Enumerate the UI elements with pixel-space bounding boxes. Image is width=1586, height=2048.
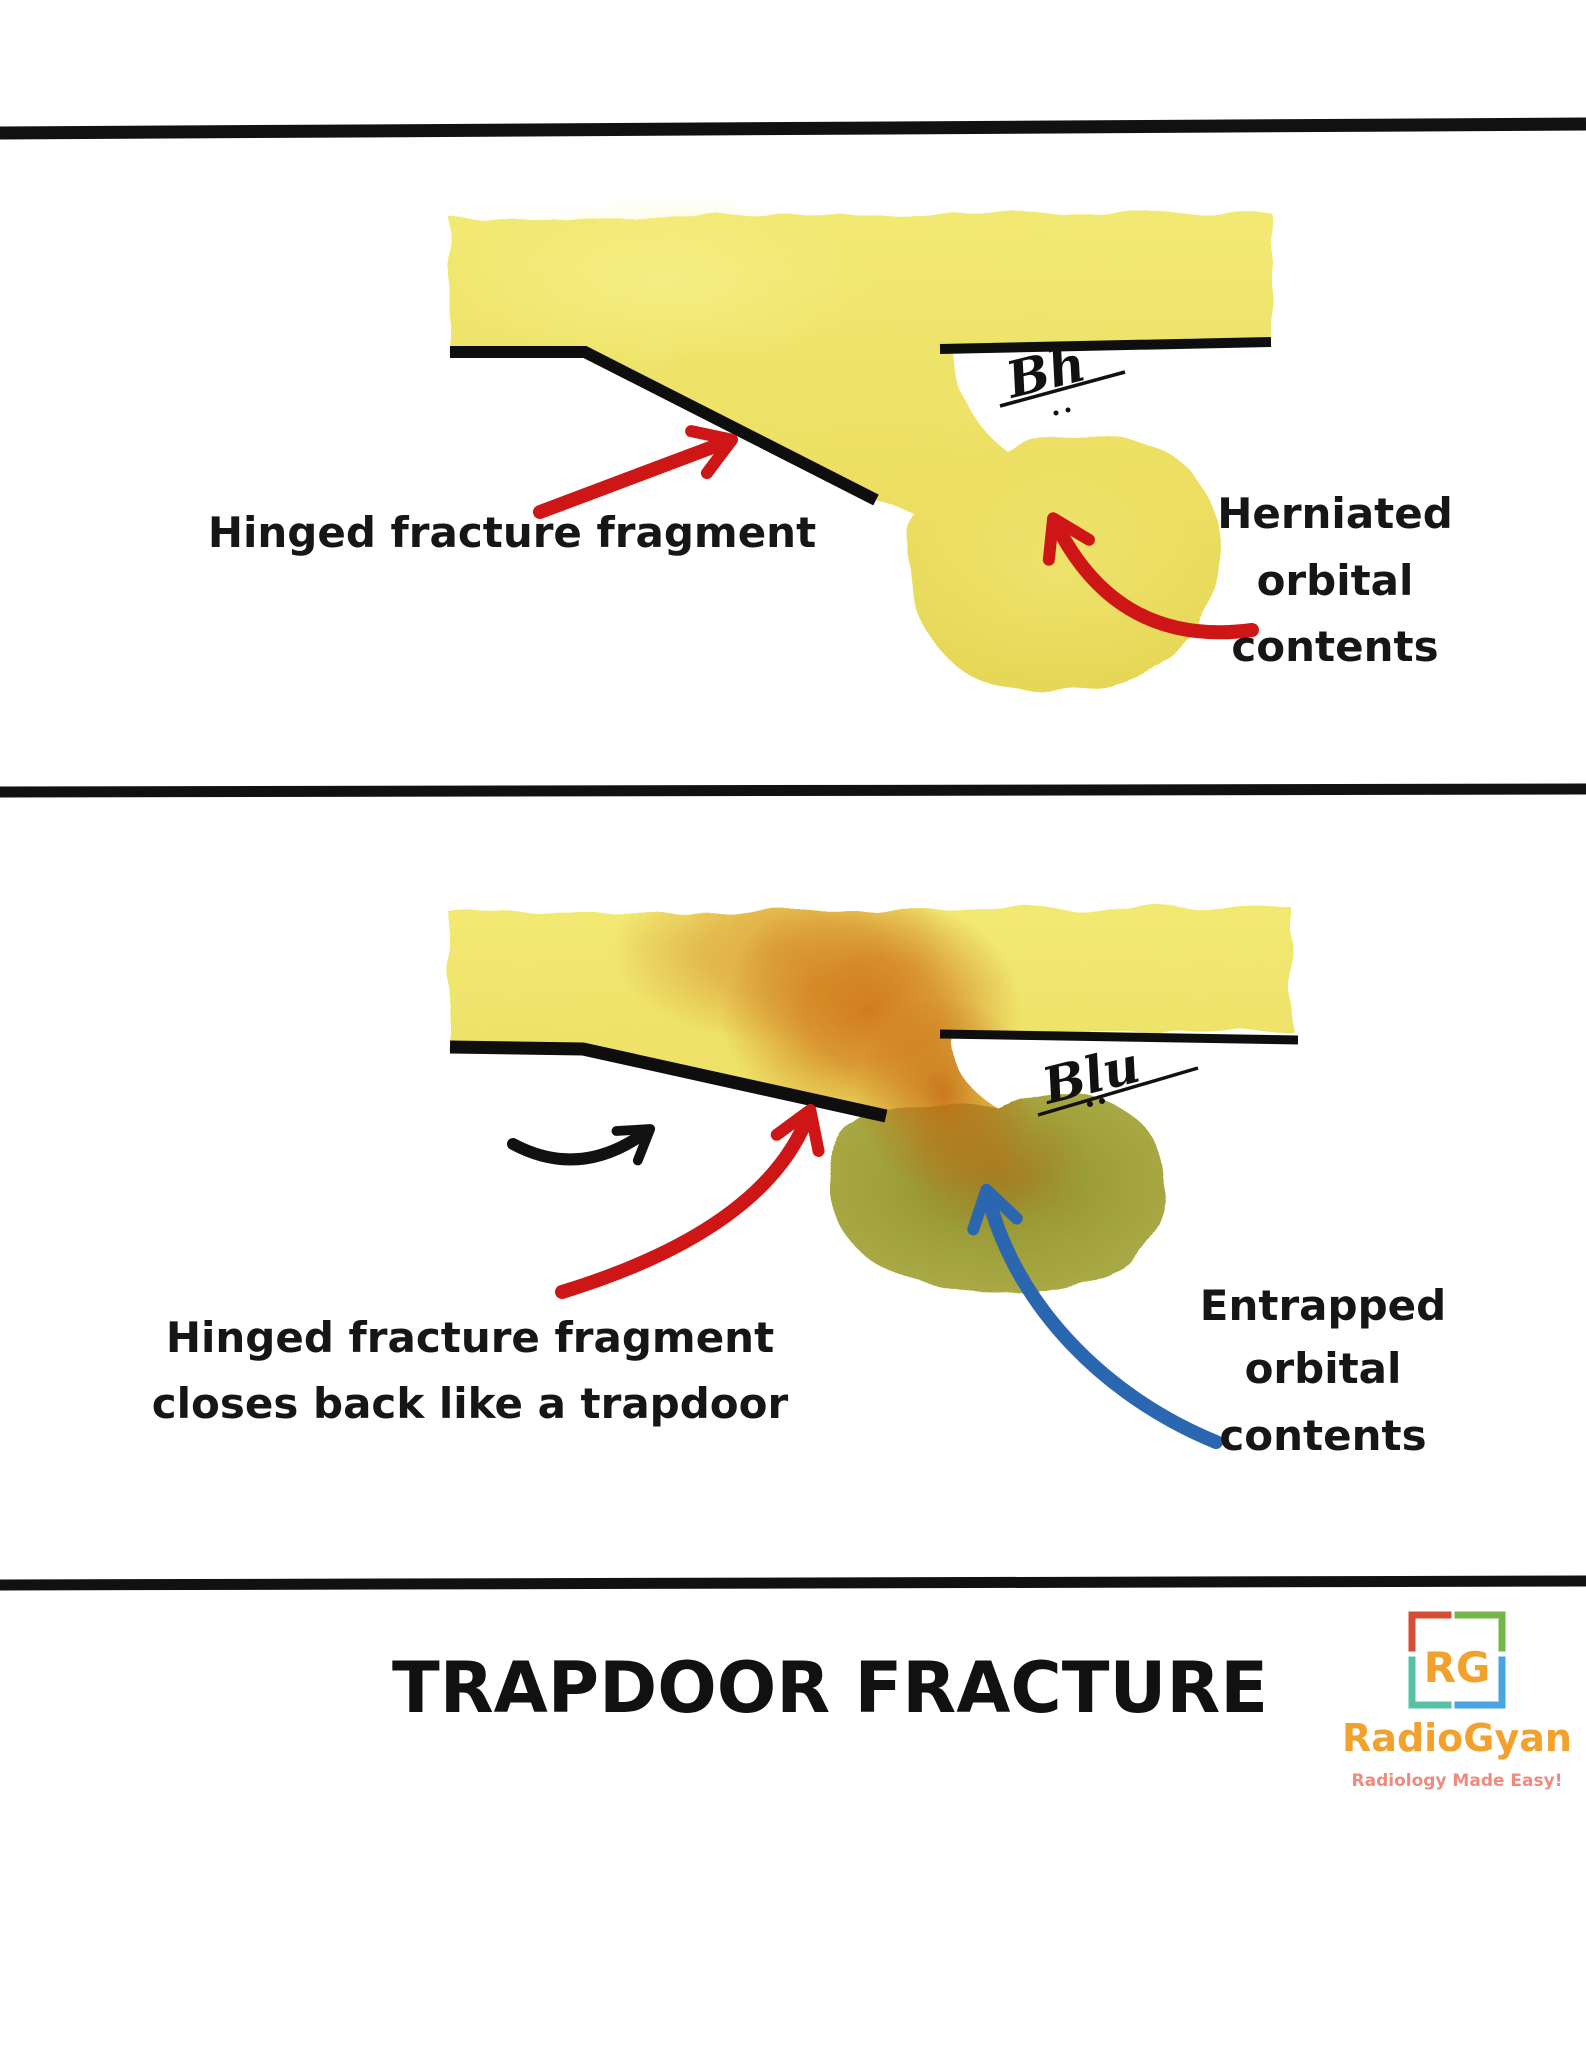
- panel1-fragment-arrow: [533, 425, 738, 519]
- signature-dot: [1099, 1098, 1105, 1104]
- panel1-fragment-label: Hinged fracture fragment: [208, 508, 816, 557]
- radiogyan-logo: RG RadioGyan Radiology Made Easy!: [1342, 1611, 1572, 1791]
- signature-underline: [999, 370, 1126, 408]
- panel1-herniated-line1: Herniated: [1217, 489, 1453, 538]
- logo-monogram: RG: [1424, 1643, 1491, 1692]
- panel2-entrapped-line3: contents: [1219, 1411, 1426, 1460]
- panel1-herniation-arrow: [1042, 512, 1259, 640]
- panel2-fragment-line1: Hinged fracture fragment: [166, 1313, 774, 1362]
- logo-bracket-bottom-left: [1408, 1656, 1452, 1709]
- panel1-hinged-fragment-line: [450, 346, 879, 506]
- top-border-line: [0, 117, 1586, 140]
- logo-bracket-top-right: [1454, 1611, 1506, 1652]
- panel2-hinged-fragment-line: [449, 1040, 888, 1123]
- panel1-herniated-line3: contents: [1231, 622, 1438, 671]
- signature-dot: [1087, 1101, 1093, 1107]
- panel2-orbital-floor-line: [939, 1029, 1299, 1045]
- panel1-bone-watercolor: [450, 195, 1271, 692]
- signature-dot: [1053, 410, 1059, 416]
- logo-bracket-top-left: [1408, 1611, 1452, 1652]
- panel2-fragment-line2: closes back like a trapdoor: [152, 1379, 789, 1428]
- panel1-herniated-label: Herniated orbital contents: [1217, 489, 1453, 671]
- bruise-into-blob: [900, 1093, 1090, 1237]
- signature-dot: [1065, 407, 1071, 413]
- panel1-orbital-floor-line: [939, 337, 1272, 354]
- panel2-fragment-label: Hinged fracture fragment closes back lik…: [152, 1313, 789, 1428]
- panel2-trapdoor-motion-arrow: [507, 1124, 656, 1166]
- panel2-entrapped-arrow: [967, 1183, 1223, 1449]
- panel1-herniated-line2: orbital: [1257, 556, 1414, 605]
- logo-bracket-icon: [1408, 1611, 1506, 1709]
- signature-underline: [1037, 1066, 1199, 1117]
- page-title: TRAPDOOR FRACTURE: [392, 1647, 1268, 1729]
- logo-name: RadioGyan: [1342, 1716, 1572, 1760]
- panel2-entrapped-label: Entrapped orbital contents: [1200, 1281, 1446, 1460]
- panel2-artist-signature: Blu: [1035, 1035, 1199, 1117]
- panel2-fragment-arrow: [555, 1104, 825, 1299]
- panel2-bone-watercolor: [450, 907, 1291, 1293]
- panel-divider-line: [0, 783, 1586, 798]
- logo-tagline: Radiology Made Easy!: [1352, 1771, 1563, 1791]
- logo-bracket-bottom-right: [1454, 1656, 1506, 1709]
- panel1-watercolor-highlight: [450, 195, 870, 365]
- panel1-blob-highlight: [910, 460, 1210, 680]
- panel2-entrapped-line2: orbital: [1245, 1344, 1402, 1393]
- panel2-entrapped-line1: Entrapped: [1200, 1281, 1446, 1330]
- footer-divider-line: [0, 1575, 1586, 1591]
